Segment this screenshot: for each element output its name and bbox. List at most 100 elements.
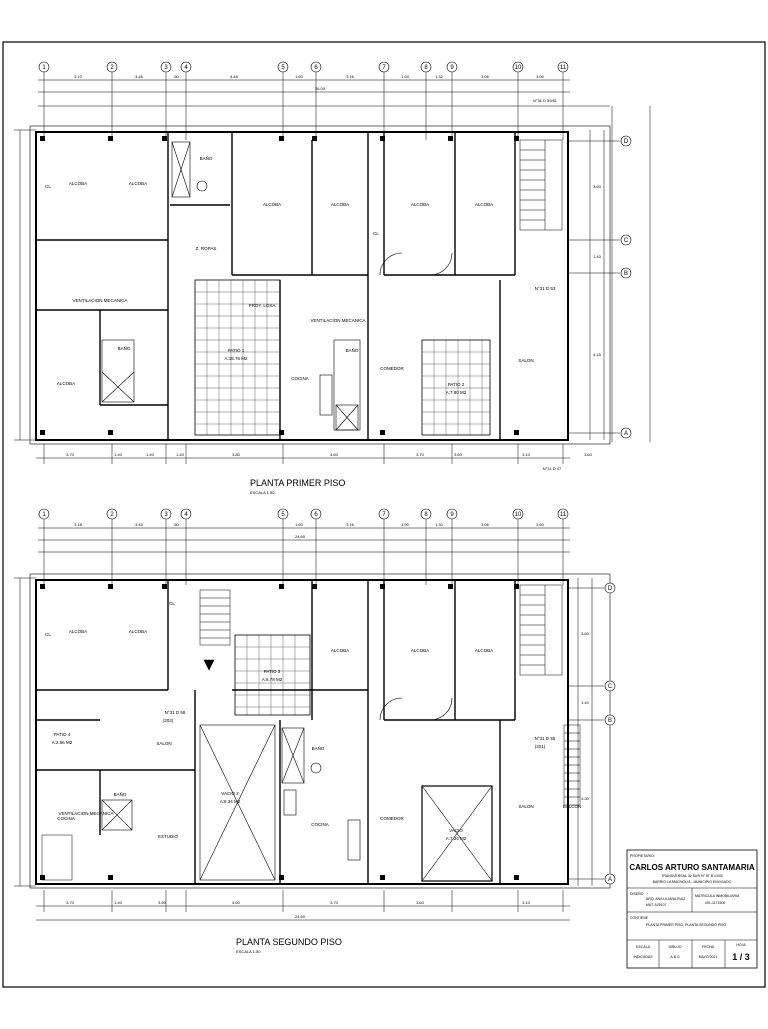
sheet-border: [2, 41, 766, 988]
contents-label: CONTIENE: [630, 916, 649, 920]
axis-label: 3: [164, 512, 168, 518]
dimension: 1.40: [581, 700, 590, 705]
room-label: ALCOBA: [263, 202, 281, 207]
axis-label: C: [624, 238, 629, 244]
axis-label: 10: [515, 512, 522, 518]
axis-label: 9: [450, 512, 454, 518]
plan-title: PLANTA PRIMER PISO: [250, 478, 345, 488]
owner-address: TRANSVERSAL 32 SUR N° 57 B 13/00: [661, 874, 723, 878]
dimension: 3.16: [346, 522, 355, 527]
room-label: ALCOBA: [129, 181, 147, 186]
axis-label: C: [608, 684, 613, 690]
room-label: SALON: [156, 741, 171, 746]
outer-wall: [35, 131, 569, 441]
room-label: BAÑO: [200, 155, 213, 161]
dimension: 4.60: [232, 900, 241, 905]
dimension: 3.10: [522, 452, 531, 457]
nomenclature: N°31 D 55: [535, 736, 556, 741]
room-label: PATIO 3: [264, 669, 281, 674]
room-label: A:15.76 M2: [224, 356, 248, 361]
dimension: 4.30: [581, 796, 590, 801]
room-label: CL: [169, 601, 175, 606]
axis-label: 8: [424, 65, 428, 71]
sheet-number: 1 / 3: [732, 952, 750, 962]
room-label: VENTILACION MECANICA: [58, 811, 113, 816]
axis-label: D: [608, 586, 613, 592]
dimension: 1.60: [295, 522, 304, 527]
room-label: COMEDOR: [380, 816, 404, 821]
room-label: SALON: [518, 804, 533, 809]
nomenclature: N°31 D 59/61: [533, 98, 558, 103]
axis-label: B: [624, 271, 628, 277]
owner-neighborhood: BARRIO LA MAGNOLIA - MUNICIPIO ENVIGADO: [653, 880, 732, 884]
room-label: COMEDOR: [380, 366, 404, 371]
dimension: 3.60: [454, 452, 463, 457]
dimension: 3.70: [66, 900, 75, 905]
dimension: 3.46: [135, 74, 144, 79]
nomenclature: N°31 D 59: [165, 710, 186, 715]
axis-label: 7: [382, 65, 386, 71]
axis-label: 2: [110, 512, 114, 518]
axis-label: A: [624, 431, 628, 437]
room-label: A:2.56 M2: [52, 740, 73, 745]
patio-2-hatch: [421, 339, 491, 436]
matricula-label: MATRICULA INMOBILIARIA: [695, 894, 740, 898]
room-label: ALCOBA: [57, 381, 75, 386]
dimension: 3.45: [135, 522, 144, 527]
void-2: [421, 785, 493, 882]
nomenclature: N°31 D 53: [535, 286, 556, 291]
dimension: 4.60: [330, 452, 339, 457]
axis-label: 11: [560, 512, 567, 518]
room-label: ALCOBA: [129, 629, 147, 634]
dimension: 3.60: [581, 631, 590, 636]
axis-label: 1: [42, 512, 46, 518]
axis-label: 3: [164, 65, 168, 71]
drawn-value: A.B.G: [670, 955, 680, 959]
room-label: BAÑO: [118, 345, 131, 351]
dimension: 3.80: [232, 452, 241, 457]
design-label: DISEÑO: [630, 891, 644, 896]
matricula-value: 001-1171500: [705, 901, 725, 905]
owner-name: CARLOS ARTURO SANTAMARIA: [629, 863, 755, 872]
patio-1-hatch: [194, 279, 281, 436]
axis-label: 5: [281, 512, 285, 518]
room-label: PATIO 2: [448, 382, 465, 387]
drawn-label: DIBUJO: [669, 945, 682, 949]
void-1: [199, 724, 276, 881]
room-label: COCINA: [291, 376, 309, 381]
dimension: 3.60: [416, 900, 425, 905]
room-label: SALON: [518, 358, 533, 363]
axis-label: 6: [314, 512, 318, 518]
plan-first-floor: 1 2 3 4 5 6 7 8 9 10 11 3.10 3.46: [14, 61, 651, 495]
room-label: ALCOBA: [475, 202, 493, 207]
dimension: 3.70: [330, 900, 339, 905]
dimension: 1.40: [114, 900, 123, 905]
room-label: BAÑO: [114, 791, 127, 797]
room-label: ALCOBA: [331, 648, 349, 653]
axis-label: 6: [314, 65, 318, 71]
owner-label: PROPIETARIO:: [630, 854, 655, 858]
dimension: 3.10: [74, 74, 83, 79]
room-label: VENTILACION MECANICA: [310, 318, 365, 323]
room-label: CL: [45, 632, 51, 637]
room-label: ESTUDIO: [158, 834, 179, 839]
axis-label: 10: [515, 65, 522, 71]
axis-label: 4: [184, 65, 188, 71]
axis-label: D: [624, 139, 629, 145]
room-label: PATIO 4: [54, 732, 71, 737]
dimension: 3.60: [584, 452, 593, 457]
room-label: CL: [45, 184, 51, 189]
room-label: A:7.34 M2: [446, 836, 467, 841]
title-block: PROPIETARIO: CARLOS ARTURO SANTAMARIA TR…: [626, 849, 758, 969]
dimension: 1.90: [401, 522, 410, 527]
dimension: 1.32: [435, 74, 444, 79]
plan-scale: ESCALA 1:50: [236, 949, 261, 954]
scale-label: ESCALA: [636, 945, 650, 949]
nomenclature: (202): [163, 718, 174, 723]
dimension: 1.40: [146, 452, 155, 457]
room-label: VACIO: [449, 828, 463, 833]
dimension: 3.00: [536, 74, 545, 79]
room-label: VACIO 2: [221, 791, 239, 796]
